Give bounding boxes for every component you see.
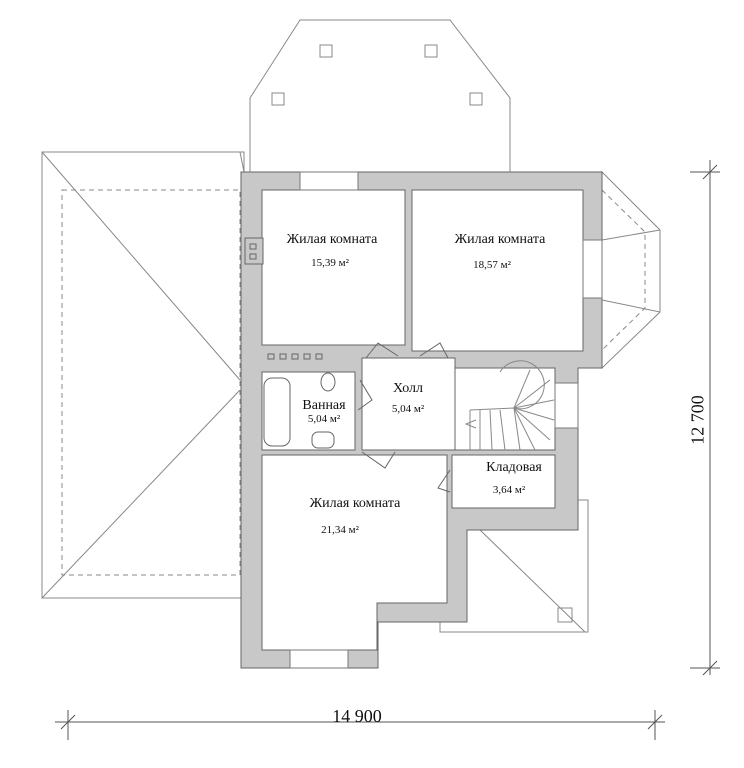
door-swing: [365, 342, 399, 359]
window: [289, 649, 349, 669]
room-area: 5,04 м²: [307, 413, 341, 425]
door-swing: [357, 379, 373, 411]
room-label: Жилая комната: [454, 232, 546, 247]
room-area: 18,57 м²: [473, 259, 511, 271]
window: [299, 171, 359, 191]
window: [554, 382, 579, 429]
toilet-icon: [320, 372, 336, 392]
room-bathroom: [261, 371, 356, 451]
room-living-3: [261, 454, 448, 651]
room-label: Ванная: [302, 398, 346, 413]
room-area: 21,34 м²: [321, 524, 359, 536]
vent-row: [267, 353, 323, 360]
sink-icon: [311, 431, 335, 449]
bathtub-icon: [263, 377, 291, 447]
room-label: Жилая комната: [309, 496, 401, 511]
width-dimension: 14 900: [332, 706, 382, 726]
door-swing: [361, 451, 396, 469]
window: [582, 239, 603, 299]
room-label: Жилая комната: [286, 232, 378, 247]
room-storage: [451, 454, 556, 509]
room-living-1: [261, 189, 406, 346]
vent-block: [244, 237, 264, 265]
room-area: 5,04 м²: [391, 403, 425, 415]
room-label: Холл: [392, 381, 424, 396]
height-dimension: 12 700: [687, 395, 708, 445]
top-bay-roof: [249, 19, 511, 172]
room-area: 15,39 м²: [311, 257, 349, 269]
door-swing: [437, 469, 451, 493]
door-swing: [419, 342, 449, 359]
room-hall: [361, 357, 456, 451]
dimension-lines: [55, 160, 720, 740]
right-bay-roof: [601, 170, 661, 370]
room-area: 3,64 м²: [492, 484, 526, 496]
room-label: Кладовая: [486, 460, 542, 475]
staircase: [464, 360, 555, 451]
left-roof: [41, 151, 245, 599]
room-stairs: [454, 367, 556, 451]
